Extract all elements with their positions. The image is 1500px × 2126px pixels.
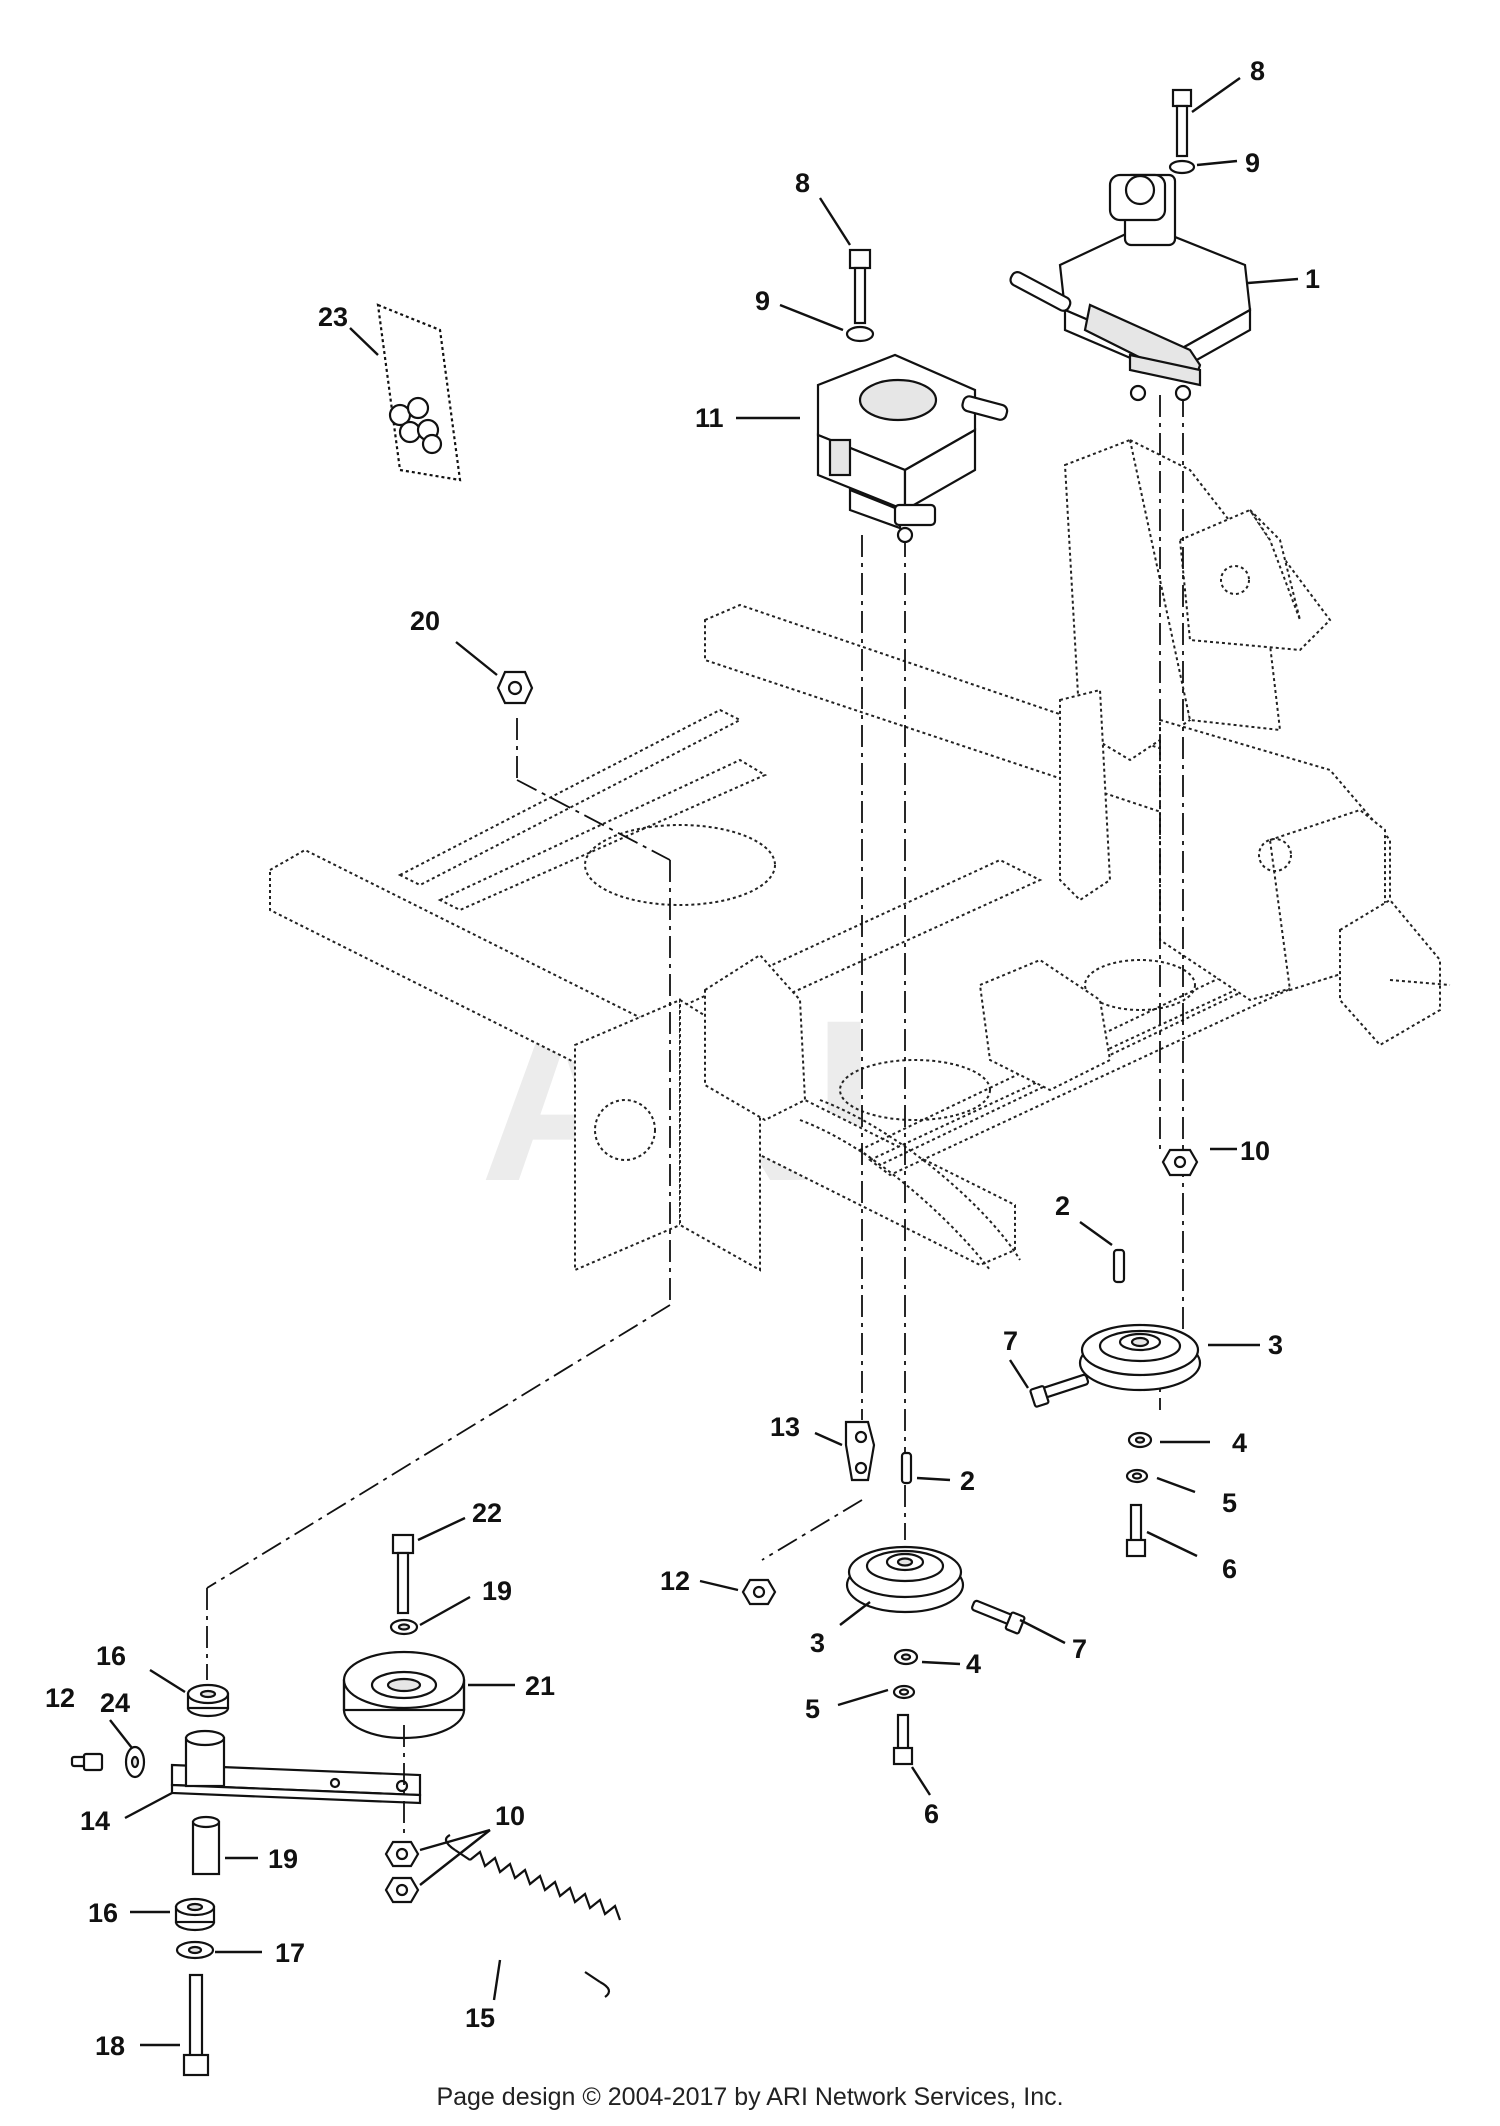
copyright-footer: Page design © 2004-2017 by ARI Network S… bbox=[436, 2083, 1064, 2111]
callout-3: 3 bbox=[1268, 1330, 1283, 1360]
callout-21: 21 bbox=[525, 1671, 555, 1701]
callout-16: 16 bbox=[88, 1898, 118, 1928]
callout-8: 8 bbox=[1250, 56, 1265, 86]
set-screw-right bbox=[1029, 1373, 1090, 1408]
callout-18: 18 bbox=[95, 2031, 125, 2061]
callout-5: 5 bbox=[1222, 1488, 1237, 1518]
pulley-left bbox=[845, 1545, 965, 1614]
leader-lines bbox=[109, 77, 1299, 2047]
pulley-right bbox=[1078, 1323, 1202, 1392]
callout-22: 22 bbox=[472, 1498, 502, 1528]
callout-1: 1 bbox=[1305, 264, 1320, 294]
callout-9: 9 bbox=[755, 286, 770, 316]
callout-12: 12 bbox=[45, 1683, 75, 1713]
nut-10-lower-a bbox=[384, 1840, 420, 1868]
callout-13: 13 bbox=[770, 1412, 800, 1442]
callout-4: 4 bbox=[1232, 1428, 1247, 1458]
nut-10-lower-b bbox=[384, 1876, 420, 1904]
washer-4-left bbox=[893, 1648, 919, 1666]
bolt-18 bbox=[182, 1973, 210, 2077]
idler-arm-14 bbox=[170, 1729, 422, 1805]
callout-15: 15 bbox=[465, 2003, 495, 2033]
callout-19: 19 bbox=[482, 1576, 512, 1606]
callout-20: 20 bbox=[410, 606, 440, 636]
nut-12 bbox=[741, 1578, 777, 1606]
callout-5: 5 bbox=[805, 1694, 820, 1724]
callout-10: 10 bbox=[1240, 1136, 1270, 1166]
assembly-axes bbox=[206, 395, 1184, 1680]
bushing-16-top bbox=[186, 1683, 230, 1718]
callout-3: 3 bbox=[810, 1628, 825, 1658]
callout-16: 16 bbox=[96, 1641, 126, 1671]
callout-7: 7 bbox=[1003, 1326, 1018, 1356]
bolt-22 bbox=[391, 1533, 415, 1615]
washer-17 bbox=[175, 1940, 215, 1960]
nut-10-right bbox=[1161, 1148, 1199, 1177]
bolt-12-side bbox=[70, 1752, 104, 1772]
washer-4-right bbox=[1127, 1431, 1153, 1449]
bracket-13 bbox=[844, 1420, 876, 1482]
set-screw-left bbox=[971, 1599, 1026, 1635]
washer-19-top bbox=[389, 1618, 419, 1636]
callout-2: 2 bbox=[960, 1466, 975, 1496]
extension-spring-15 bbox=[444, 1834, 622, 1998]
callout-11: 11 bbox=[695, 403, 724, 433]
callout-8: 8 bbox=[795, 168, 810, 198]
bolt-6-right bbox=[1125, 1503, 1147, 1558]
callout-23: 23 bbox=[318, 302, 348, 332]
callout-10: 10 bbox=[495, 1801, 525, 1831]
callout-2: 2 bbox=[1055, 1191, 1070, 1221]
callout-4: 4 bbox=[966, 1649, 981, 1679]
bushing-16-lower bbox=[174, 1897, 216, 1932]
hardware-bag bbox=[376, 303, 462, 482]
callout-24: 24 bbox=[100, 1688, 130, 1718]
hydro-pump-right bbox=[1009, 173, 1252, 402]
lock-washer-5-right bbox=[1125, 1468, 1149, 1484]
callout-19: 19 bbox=[268, 1844, 298, 1874]
key-left bbox=[900, 1451, 913, 1485]
callout-9: 9 bbox=[1245, 148, 1260, 178]
callout-labels: 8 9 1 8 9 11 23 20 10 2 7 3 4 5 6 13 2 1… bbox=[45, 56, 1320, 2061]
callout-12: 12 bbox=[660, 1566, 690, 1596]
lock-washer-5-left bbox=[892, 1684, 916, 1700]
bolt-upper-left bbox=[845, 248, 875, 343]
callout-14: 14 bbox=[80, 1806, 110, 1836]
spacer-19-lower bbox=[191, 1815, 221, 1876]
bolt-upper-right bbox=[1168, 88, 1196, 175]
callout-6: 6 bbox=[1222, 1554, 1237, 1584]
bolt-6-left bbox=[892, 1713, 914, 1766]
idler-pulley-21 bbox=[342, 1650, 466, 1740]
callout-7: 7 bbox=[1072, 1634, 1087, 1664]
callout-17: 17 bbox=[275, 1938, 305, 1968]
nut-20 bbox=[496, 670, 534, 705]
hydro-pump-left bbox=[816, 353, 1009, 544]
key-right bbox=[1112, 1248, 1126, 1284]
frame-assembly bbox=[269, 438, 1451, 1272]
washer-24 bbox=[124, 1745, 146, 1779]
callout-6: 6 bbox=[924, 1799, 939, 1829]
